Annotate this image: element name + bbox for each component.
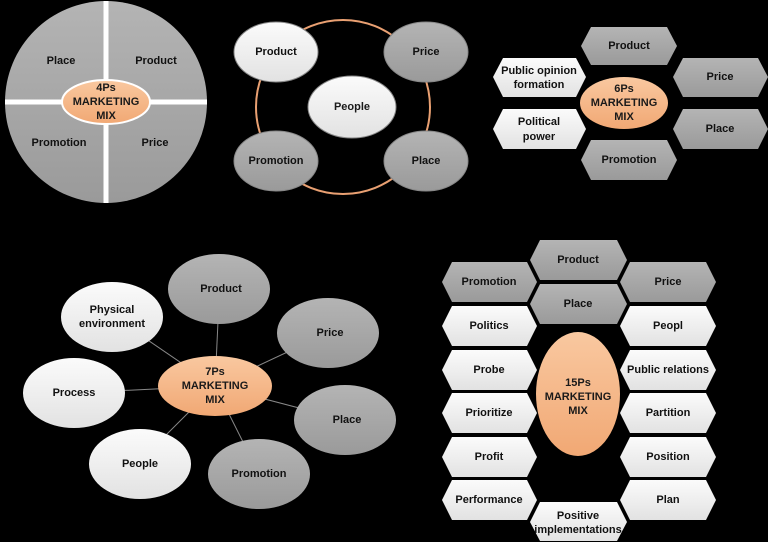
6ps-place-node <box>673 109 768 149</box>
15ps-center-line1: 15Ps <box>565 377 591 389</box>
15ps-promotion-node <box>442 262 537 302</box>
15ps-plan: Plan <box>656 494 680 506</box>
6ps-political-power-line2: power <box>523 131 556 143</box>
15ps-performance-node <box>442 480 537 520</box>
6ps-center-line2: MARKETING <box>591 97 658 109</box>
7ps-price-node <box>277 298 379 368</box>
15ps-probe-node <box>442 350 537 390</box>
diagram-5ps: Product Price People Promotion Place <box>233 19 469 195</box>
5ps-price-node <box>383 21 469 83</box>
4ps-center-line2: MARKETING <box>73 96 140 108</box>
15ps-price: Price <box>655 276 682 288</box>
15ps-profit: Profit <box>475 451 504 463</box>
diagram-4ps: 4Ps MARKETING MIX Place Product Promotio… <box>5 1 207 203</box>
7ps-physical-environment-node <box>61 282 163 352</box>
15ps-peopl: Peopl <box>653 320 683 332</box>
15ps-politics-node <box>442 306 537 346</box>
7ps-people-node <box>89 429 191 499</box>
6ps-promotion: Promotion <box>602 154 657 166</box>
7ps-center-line3: MIX <box>205 394 225 406</box>
6ps-political-power-node <box>493 109 586 149</box>
15ps-center-line3: MIX <box>568 405 588 417</box>
15ps-prioritize-node <box>442 393 537 433</box>
15ps-price-node <box>620 262 716 302</box>
5ps-price: Price <box>413 46 440 58</box>
15ps-center-line2: MARKETING <box>545 391 612 403</box>
6ps-place: Place <box>706 123 735 135</box>
diagram-6ps: Product Public opinion formation Price 6… <box>493 27 768 180</box>
4ps-place: Place <box>47 55 76 67</box>
6ps-public-opinion-line2: formation <box>514 79 565 91</box>
15ps-prioritize: Prioritize <box>465 407 512 419</box>
4ps-center-line1: 4Ps <box>96 82 116 94</box>
6ps-center-line1: 6Ps <box>614 83 634 95</box>
5ps-center <box>307 75 397 139</box>
7ps-promotion: Promotion <box>232 468 287 480</box>
5ps-promotion: Promotion <box>249 155 304 167</box>
15ps-center <box>536 332 620 456</box>
7ps-product: Product <box>200 283 242 295</box>
5ps-people: People <box>334 101 370 113</box>
5ps-place-node <box>383 130 469 192</box>
4ps-product: Product <box>135 55 177 67</box>
6ps-center <box>580 77 668 129</box>
4ps-promotion: Promotion <box>32 137 87 149</box>
7ps-people: People <box>122 458 158 470</box>
15ps-plan-node <box>620 480 716 520</box>
5ps-product-node <box>233 21 319 83</box>
7ps-place: Place <box>333 414 362 426</box>
7ps-center-line2: MARKETING <box>182 380 249 392</box>
7ps-place-node <box>294 385 396 455</box>
6ps-price-node <box>673 58 768 97</box>
6ps-product-node <box>581 27 677 65</box>
7ps-product-node <box>168 254 270 324</box>
15ps-partition: Partition <box>646 407 691 419</box>
15ps-position-node <box>620 437 716 477</box>
6ps-political-power-line1: Political <box>518 116 560 128</box>
6ps-price: Price <box>707 71 734 83</box>
15ps-probe: Probe <box>473 364 504 376</box>
7ps-process: Process <box>53 387 96 399</box>
15ps-position: Position <box>646 451 690 463</box>
5ps-promotion-node <box>233 130 319 192</box>
5ps-ring <box>255 19 431 195</box>
7ps-physical-environment-line2: environment <box>79 318 145 330</box>
15ps-product: Product <box>557 254 599 266</box>
15ps-performance: Performance <box>455 494 522 506</box>
15ps-place-node <box>530 284 627 324</box>
6ps-promotion-node <box>581 140 677 180</box>
15ps-partition-node <box>620 393 716 433</box>
15ps-peopl-node <box>620 306 716 346</box>
4ps-center-line3: MIX <box>96 110 116 122</box>
6ps-public-opinion-line1: Public opinion <box>501 65 577 77</box>
7ps-physical-environment-line1: Physical <box>90 304 135 316</box>
7ps-promotion-node <box>208 439 310 509</box>
6ps-product: Product <box>608 40 650 52</box>
15ps-place: Place <box>564 298 593 310</box>
4ps-price: Price <box>142 137 169 149</box>
15ps-promotion: Promotion <box>462 276 517 288</box>
15ps-profit-node <box>442 437 537 477</box>
7ps-process-node <box>23 358 125 428</box>
6ps-public-opinion-node <box>493 58 586 97</box>
5ps-place: Place <box>412 155 441 167</box>
15ps-public-relations-node <box>620 350 716 390</box>
15ps-positive-implementations-line2: implementations <box>534 524 621 536</box>
diagram-7ps: Product Price Place Promotion People Pro… <box>23 254 396 509</box>
5ps-product: Product <box>255 46 297 58</box>
15ps-politics: Politics <box>469 320 508 332</box>
6ps-center-line3: MIX <box>614 111 634 123</box>
4ps-center <box>61 79 151 125</box>
diagram-15ps: Product Place Promotion Politics Probe P… <box>442 240 716 541</box>
7ps-center-line1: 7Ps <box>205 366 225 378</box>
15ps-positive-implementations-line1: Positive <box>557 510 599 522</box>
7ps-center <box>158 356 272 416</box>
15ps-positive-implementations-node <box>530 502 627 541</box>
7ps-price: Price <box>317 327 344 339</box>
15ps-product-node <box>530 240 627 280</box>
15ps-public-relations: Public relations <box>627 364 709 376</box>
